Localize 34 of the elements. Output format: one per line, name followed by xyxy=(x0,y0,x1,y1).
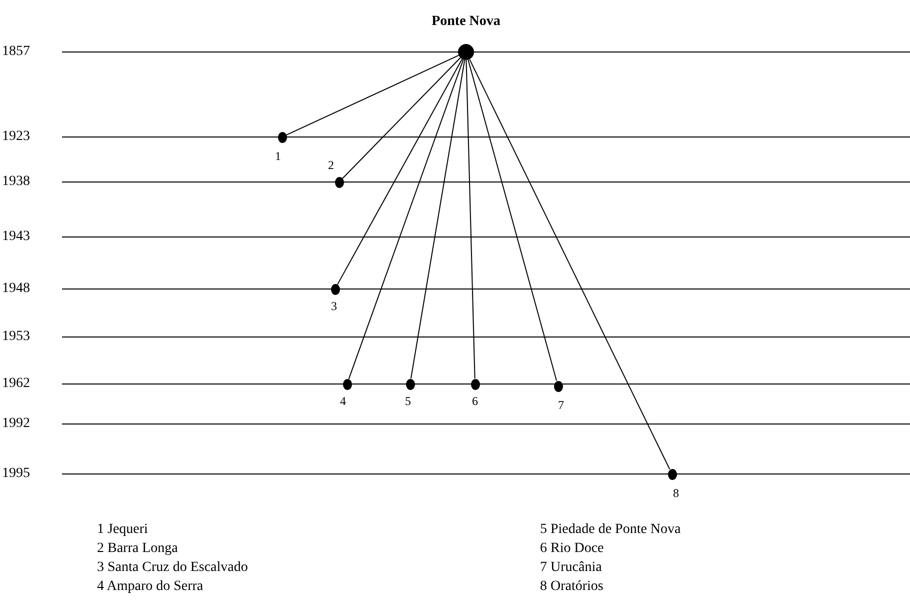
year-label: 1943 xyxy=(2,229,30,245)
callout-number: 2 xyxy=(328,158,334,172)
legend-entry: 7 Urucânia xyxy=(540,560,602,576)
callout-number: 7 xyxy=(558,398,564,412)
timeline-heading: Ponte Nova xyxy=(432,14,500,30)
year-label: 1938 xyxy=(2,174,30,190)
connector-line xyxy=(469,58,670,470)
legend-entry: 2 Barra Longa xyxy=(97,541,178,557)
legend-entry: 4 Amparo do Serra xyxy=(97,579,204,595)
year-label: 1995 xyxy=(2,466,30,482)
legend-entry: 6 Rio Doce xyxy=(540,541,604,557)
legend-entry: 1 Jequeri xyxy=(97,522,148,538)
legend-entry: 8 Oratórios xyxy=(540,579,604,595)
callout-number: 6 xyxy=(472,394,478,408)
callout-number: 5 xyxy=(405,394,411,408)
legend-entry: 3 Santa Cruz do Escalvado xyxy=(97,560,248,576)
connector-line xyxy=(410,59,466,380)
connector-line xyxy=(342,57,461,179)
callout-number: 3 xyxy=(331,299,337,313)
year-label: 1923 xyxy=(2,129,30,145)
connector-line xyxy=(466,60,476,379)
year-label: 1953 xyxy=(2,329,30,345)
year-label: 1962 xyxy=(2,376,30,392)
callout-number: 1 xyxy=(275,149,281,163)
legend-entry: 5 Piedade de Ponte Nova xyxy=(540,522,681,538)
connector-line xyxy=(468,59,558,382)
connector-line xyxy=(286,54,460,136)
connector-line xyxy=(337,58,463,285)
year-label: 1992 xyxy=(2,416,30,432)
callout-number: 4 xyxy=(340,394,346,408)
connector-line xyxy=(348,59,464,380)
year-label: 1948 xyxy=(2,281,30,297)
year-label: 1857 xyxy=(2,44,30,60)
callout-number: 8 xyxy=(673,486,679,500)
